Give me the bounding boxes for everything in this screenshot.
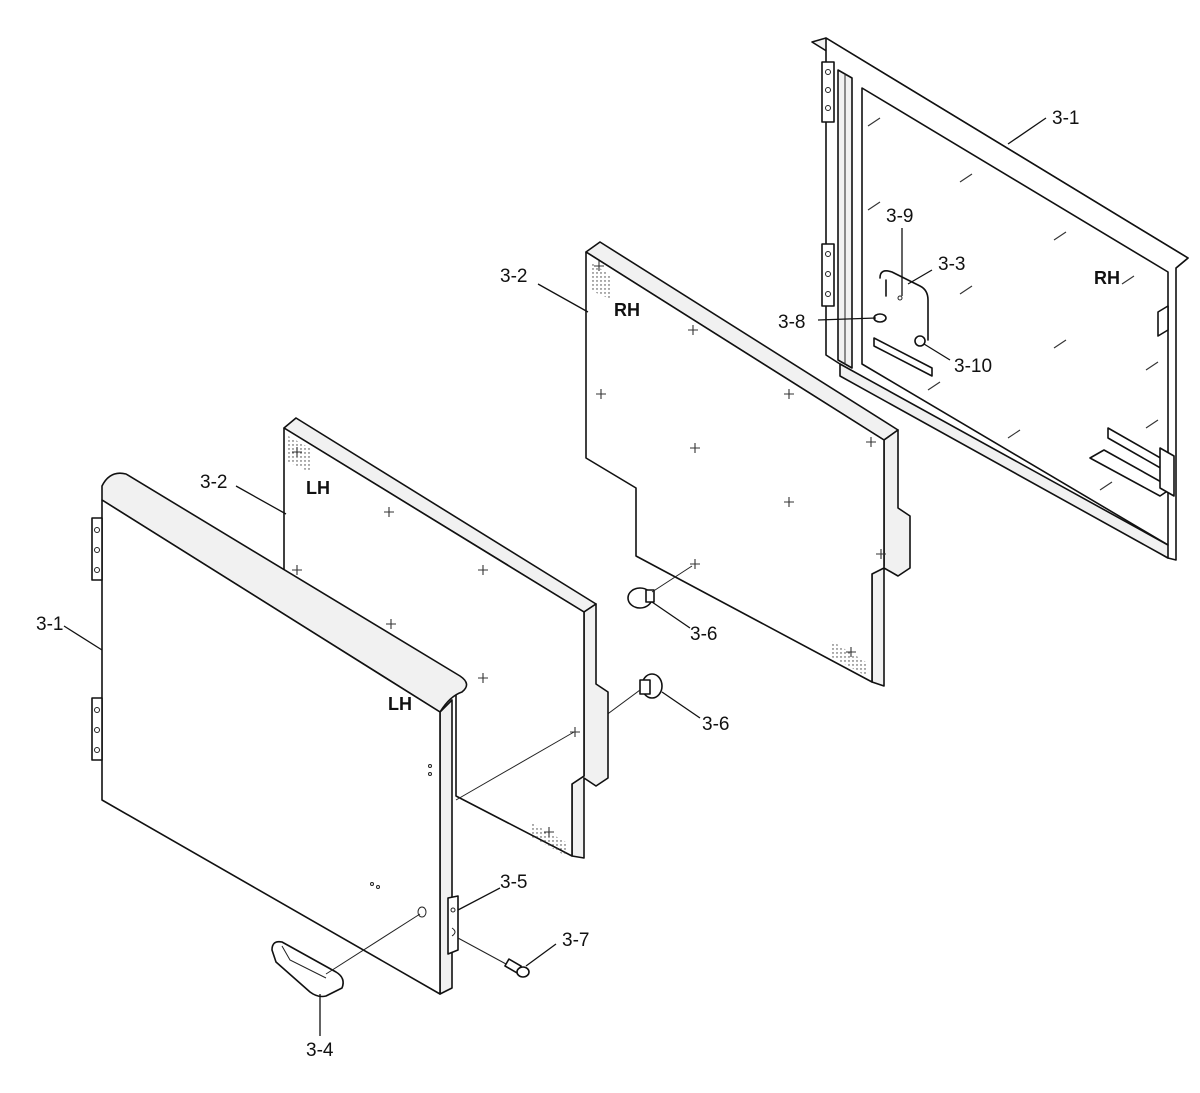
nut-3-10 — [914, 335, 926, 347]
callout-3-6-lower: 3-6 — [702, 714, 729, 735]
callout-3-8: 3-8 — [778, 312, 805, 333]
label-door-rh: RH — [1094, 268, 1120, 288]
callout-3-9: 3-9 — [886, 206, 913, 227]
label-door-lh: LH — [388, 694, 412, 714]
pull-handle-3-4 — [271, 913, 421, 998]
callout-3-1-right: 3-1 — [1052, 108, 1079, 129]
door-rh-bottom-rail — [839, 363, 1169, 559]
door-lh-hinge-lower — [91, 697, 103, 761]
callout-3-3: 3-3 — [938, 254, 965, 275]
door-rh-hinge-lower — [821, 243, 835, 307]
pad-rh — [585, 241, 911, 687]
callout-3-7: 3-7 — [562, 930, 589, 951]
label-pad-lh: LH — [306, 478, 330, 498]
knob-3-6-upper — [627, 565, 693, 609]
callout-3-2-left: 3-2 — [200, 472, 227, 493]
door-lh — [91, 472, 530, 998]
callout-3-1-left: 3-1 — [36, 614, 63, 635]
pad-rh-markers — [594, 261, 886, 657]
door-lh-hinge-upper — [91, 517, 103, 581]
callout-3-5: 3-5 — [500, 872, 527, 893]
leader-lines — [63, 117, 1047, 1036]
latch-3-5 — [447, 895, 459, 955]
door-rh-studs — [867, 117, 1159, 491]
callout-3-4: 3-4 — [306, 1040, 334, 1061]
handle-bracket — [879, 270, 929, 341]
label-pad-rh: RH — [614, 300, 640, 320]
pad-lh-markers — [292, 447, 580, 837]
handle-base-plate — [873, 337, 933, 377]
door-lh-top-edge — [101, 472, 468, 713]
door-rh — [811, 37, 1189, 561]
door-rh-catch — [1157, 305, 1169, 337]
pad-rh-face — [585, 251, 885, 683]
callout-3-2-right: 3-2 — [500, 266, 527, 287]
screw-3-7 — [457, 937, 530, 978]
callout-3-10: 3-10 — [954, 356, 992, 377]
callout-3-6-upper: 3-6 — [690, 624, 717, 645]
